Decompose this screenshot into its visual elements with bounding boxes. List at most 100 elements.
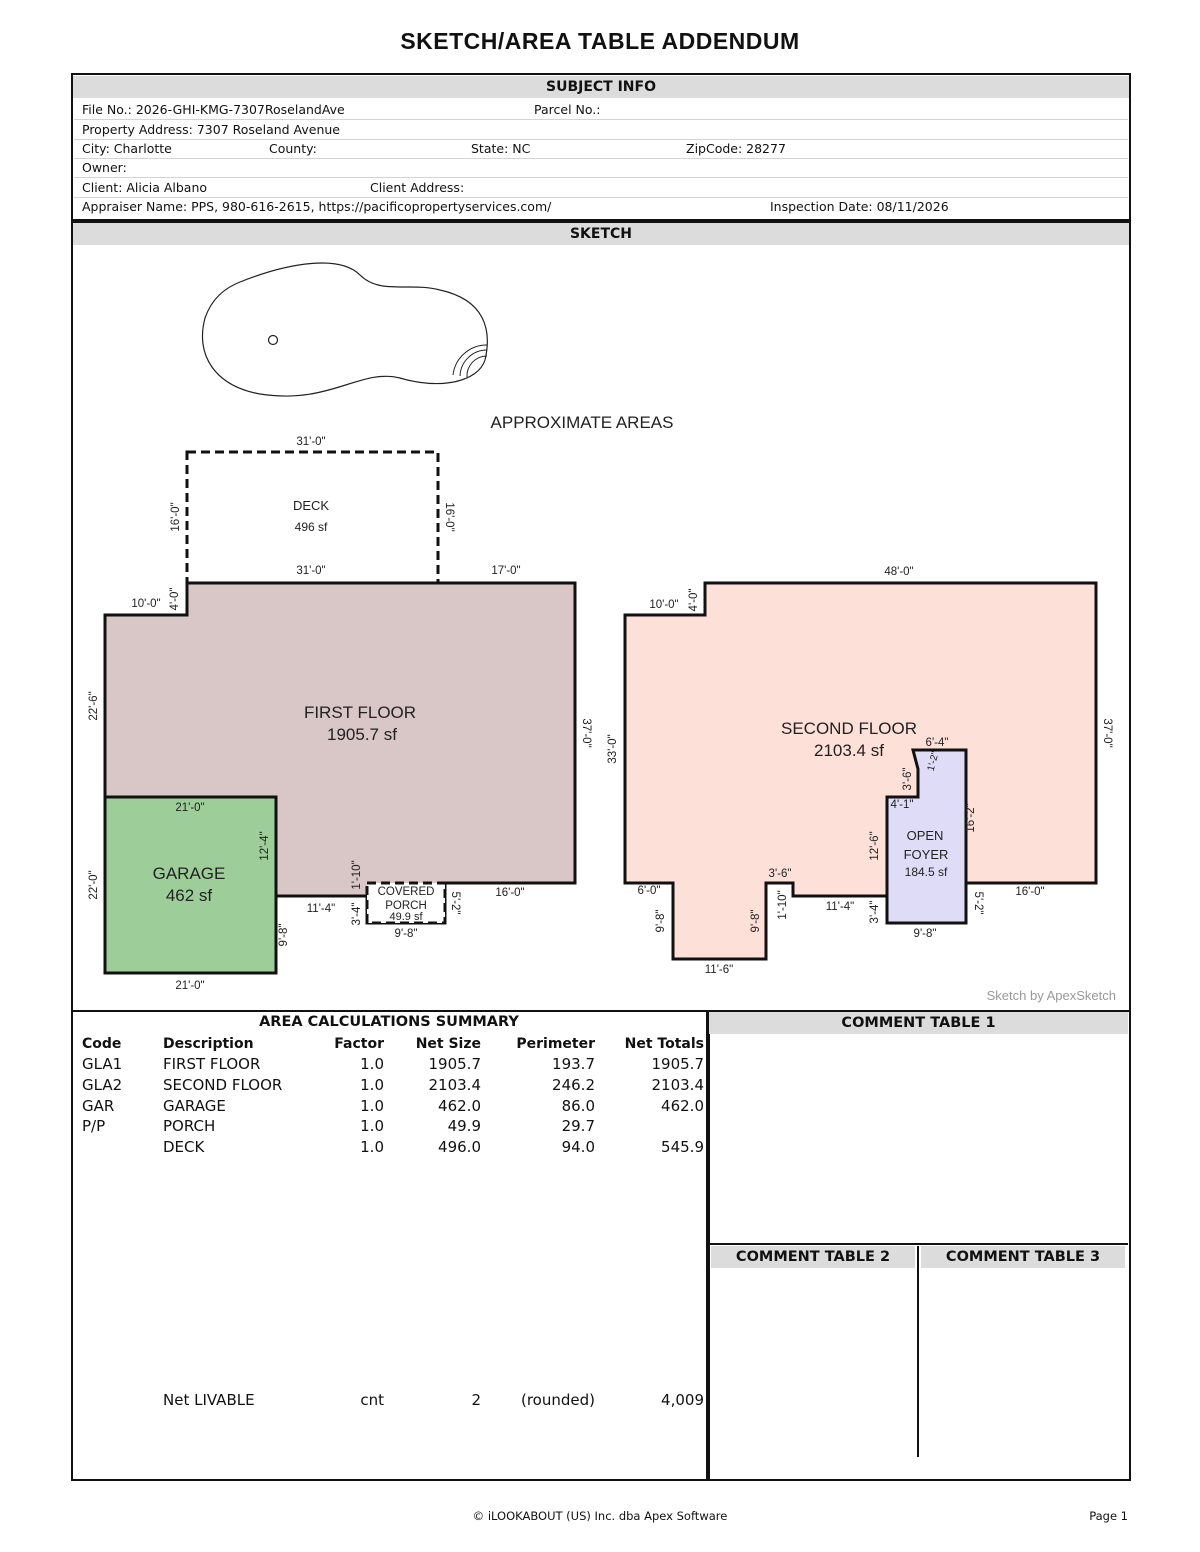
first-floor-label: FIRST FLOOR (304, 703, 416, 722)
row-factor: 1.0 (360, 1055, 384, 1073)
comment-table-3-header: COMMENT TABLE 3 (921, 1246, 1125, 1268)
deck-area: 496 sf (295, 520, 328, 534)
subject-row-appraiser: Appraiser Name: PPS, 980-616-2615, https… (74, 197, 1128, 216)
property-address: Property Address: 7307 Roseland Avenue (82, 122, 340, 137)
client-address: Client Address: (370, 180, 465, 195)
county: County: (269, 141, 317, 156)
net-livable-row: Net LIVABLE cnt 2 (rounded) 4,009 (74, 1390, 708, 1410)
dim-sf-c: 11'-6" (705, 964, 733, 976)
table-row: GLA1 FIRST FLOOR 1.0 1905.7 193.7 1905.7 (74, 1054, 708, 1074)
dim-sf-step-width: 10'-0" (649, 599, 678, 611)
dim-foyer-c: 4'-1" (891, 799, 914, 811)
dim-sf-top: 48'-0" (884, 566, 913, 578)
foyer-label-line2: FOYER (904, 847, 949, 862)
row-perimeter: 29.7 (561, 1117, 595, 1135)
row-description: SECOND FLOOR (163, 1076, 283, 1094)
row-perimeter: 86.0 (561, 1097, 595, 1115)
dim-foyer-b: 1'-2" (926, 750, 942, 773)
dim-deck-bottom: 31'-0" (296, 565, 325, 577)
row-net-size: 49.9 (447, 1117, 481, 1135)
row-description: FIRST FLOOR (163, 1055, 261, 1073)
inspection-date: Inspection Date: 08/11/2026 (770, 199, 949, 214)
row-code: GLA1 (82, 1055, 123, 1073)
state: State: NC (471, 141, 531, 156)
table-row: DECK 1.0 496.0 94.0 545.9 (74, 1137, 708, 1157)
porch-area: 49.9 sf (389, 911, 423, 923)
dim-garage-top: 21'-0" (175, 802, 204, 814)
dim-deck-right: 16'-0" (443, 502, 455, 531)
dim-sf-right: 37'-0" (1101, 718, 1113, 747)
row-code: GAR (82, 1097, 115, 1115)
deck-label: DECK (293, 498, 329, 513)
file-number: File No.: 2026-GHI-KMG-7307RoselandAve (82, 102, 345, 117)
row-perimeter: 193.7 (552, 1055, 595, 1073)
row-factor: 1.0 (360, 1076, 384, 1094)
dim-ff-bottom-b: 16'-0" (495, 887, 524, 899)
comment-table-2-3-divider (917, 1246, 919, 1457)
owner: Owner: (82, 160, 127, 175)
garage-shape (103, 795, 278, 975)
row-net-total: 462.0 (661, 1097, 704, 1115)
comment-table-2-header: COMMENT TABLE 2 (711, 1246, 915, 1268)
foyer-area: 184.5 sf (905, 865, 948, 879)
dim-garage-left: 22'-0" (88, 870, 100, 899)
foyer-label-line1: OPEN (907, 828, 944, 843)
zip-code: ZipCode: 28277 (686, 141, 786, 156)
col-factor: Factor (334, 1036, 384, 1052)
net-livable-total: 4,009 (661, 1391, 704, 1409)
dim-ff-step-height: 4'-0" (169, 588, 181, 611)
second-floor-label: SECOND FLOOR (781, 719, 917, 738)
net-livable-rounded: (rounded) (520, 1391, 595, 1409)
comment-table-1-header: COMMENT TABLE 1 (709, 1012, 1128, 1034)
dim-sf-i: 9'-8" (914, 928, 937, 940)
dim-sf-a: 6'-0" (638, 885, 661, 897)
pool-icon (201, 262, 488, 397)
dim-ff-top-right: 17'-0" (491, 565, 520, 577)
garage-area: 462 sf (166, 886, 213, 905)
dim-sf-left: 33'-0" (607, 734, 619, 763)
col-description: Description (163, 1036, 254, 1052)
dim-porch-bottom: 9'-8" (395, 928, 418, 940)
row-code: P/P (82, 1117, 106, 1135)
col-net-size: Net Size (415, 1036, 481, 1052)
area-calculations-section (71, 1010, 710, 1481)
footer-copyright: © iLOOKABOUT (US) Inc. dba Apex Software (472, 1509, 728, 1523)
appraiser: Appraiser Name: PPS, 980-616-2615, https… (82, 199, 552, 214)
row-net-size: 496.0 (438, 1138, 481, 1156)
porch-label-line2: PORCH (385, 900, 427, 912)
porch-shape (365, 881, 447, 925)
dim-foyer-a: 3'-6" (902, 768, 914, 791)
comment-tables-section (706, 1010, 1131, 1481)
dim-sf-e: 3'-6" (769, 868, 792, 880)
city: City: Charlotte (82, 141, 172, 156)
dim-sf-b: 9'-8" (655, 910, 667, 933)
row-net-size: 1905.7 (428, 1055, 482, 1073)
sketch-header: SKETCH (73, 223, 1129, 245)
row-net-total: 545.9 (661, 1138, 704, 1156)
net-livable-label: Net LIVABLE (163, 1391, 255, 1409)
dim-porch-height: 1'-10" (351, 860, 363, 889)
subject-row-client: Client: Alicia Albano Client Address: (74, 178, 1128, 198)
row-factor: 1.0 (360, 1117, 384, 1135)
comment-table-1-divider (709, 1243, 1128, 1245)
row-description: DECK (163, 1138, 205, 1156)
dim-sf-g: 11'-4" (826, 901, 854, 913)
garage-label: GARAGE (153, 864, 226, 883)
second-floor-shape (623, 581, 1098, 961)
dim-porch-right: 5'-2" (449, 892, 461, 915)
dim-foyer-left: 12'-6" (869, 831, 881, 860)
parcel-number: Parcel No.: (534, 102, 601, 117)
col-net-totals: Net Totals (624, 1036, 704, 1052)
row-perimeter: 246.2 (552, 1076, 595, 1094)
row-perimeter: 94.0 (561, 1138, 595, 1156)
area-table-header-row: Code Description Factor Net Size Perimet… (74, 1034, 708, 1054)
dim-ff-right: 37'-0" (580, 718, 592, 747)
table-row: P/P PORCH 1.0 49.9 29.7 (74, 1116, 708, 1136)
table-row: GAR GARAGE 1.0 462.0 86.0 462.0 (74, 1096, 708, 1116)
row-code: GLA2 (82, 1076, 123, 1094)
dim-sf-k: 16'-0" (1015, 886, 1044, 898)
deck-shape (185, 450, 440, 585)
dim-porch-left: 3'-4" (351, 903, 363, 926)
dim-sf-step-height: 4'-0" (688, 589, 700, 612)
